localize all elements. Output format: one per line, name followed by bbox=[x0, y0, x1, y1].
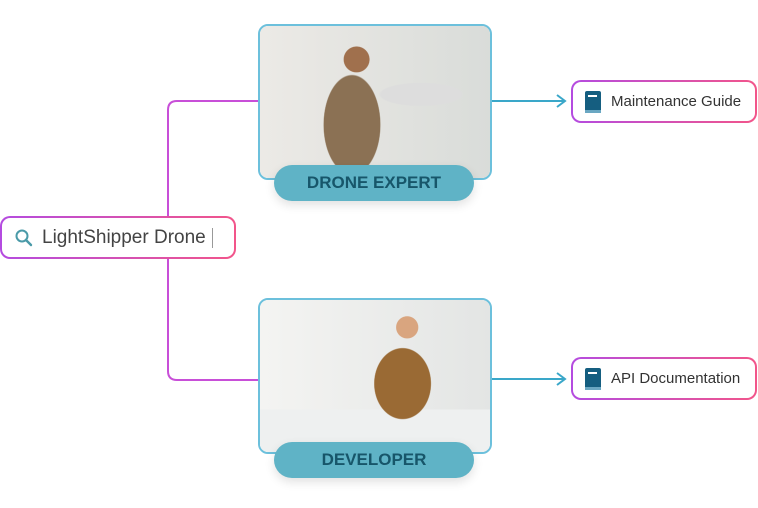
arrow-api bbox=[492, 372, 567, 386]
drone-expert-photo bbox=[258, 24, 492, 180]
connector-expert bbox=[167, 100, 258, 216]
developer-photo bbox=[258, 298, 492, 454]
api-documentation-link[interactable]: API Documentation bbox=[571, 357, 757, 400]
connector-developer bbox=[167, 259, 258, 381]
doc-label: API Documentation bbox=[611, 370, 741, 387]
book-icon bbox=[585, 90, 601, 113]
search-input[interactable]: LightShipper Drone bbox=[0, 216, 236, 259]
arrow-maintenance bbox=[492, 94, 567, 108]
role-pill-drone-expert[interactable]: DRONE EXPERT bbox=[274, 165, 474, 201]
search-icon bbox=[15, 229, 33, 246]
doc-label: Maintenance Guide bbox=[611, 93, 742, 110]
text-cursor bbox=[211, 227, 213, 248]
role-pill-developer[interactable]: DEVELOPER bbox=[274, 442, 474, 478]
search-value: LightShipper Drone bbox=[42, 226, 206, 248]
maintenance-guide-link[interactable]: Maintenance Guide bbox=[571, 80, 757, 123]
book-icon bbox=[585, 367, 601, 390]
